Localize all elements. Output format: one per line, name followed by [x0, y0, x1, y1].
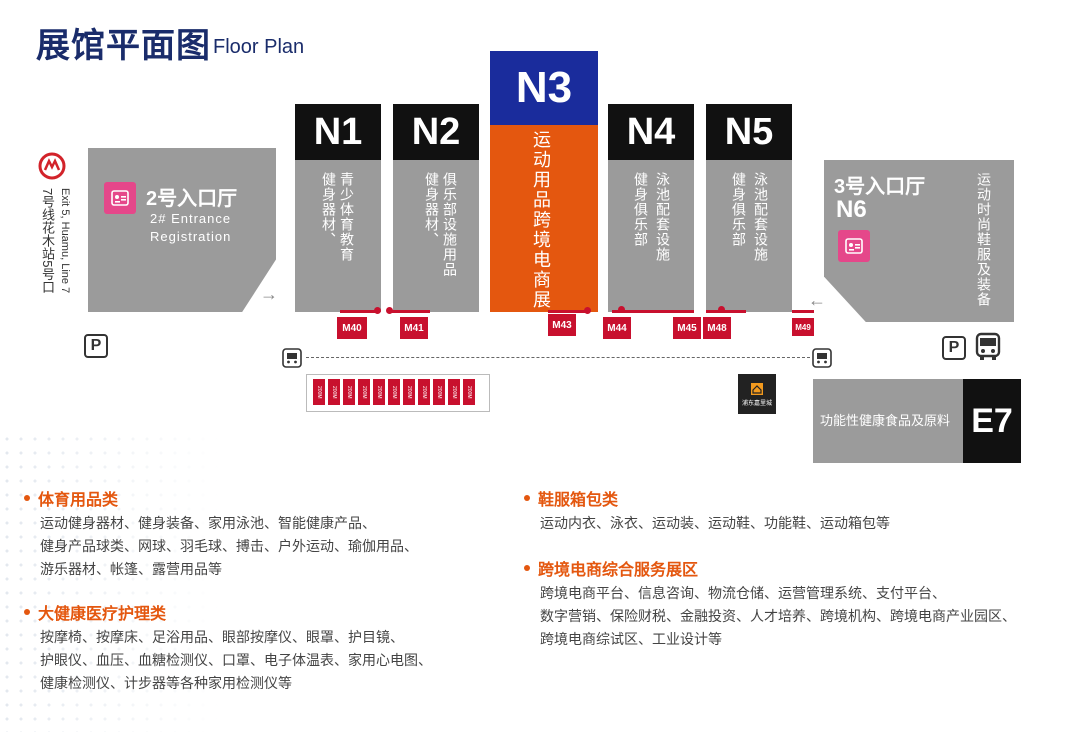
booth[interactable]: 200M: [388, 379, 400, 405]
booth[interactable]: 200M: [373, 379, 385, 405]
parking-icon-right: P: [942, 336, 966, 360]
category-title: 体育用品类: [38, 492, 119, 509]
bus-stop-icon-left: [282, 348, 302, 368]
meeting-room-m41[interactable]: M41: [400, 317, 428, 339]
hall-e7[interactable]: [813, 379, 963, 463]
booth[interactable]: 200M: [313, 379, 325, 405]
poi-label: 浦东嘉里城: [741, 400, 772, 407]
hall-n4-label[interactable]: N4: [608, 104, 694, 160]
registration-badge-icon: [104, 182, 136, 214]
category-line: 运动内衣、泳衣、运动装、运动鞋、功能鞋、运动箱包等: [540, 515, 890, 531]
category-line: 跨境电商综试区、工业设计等: [540, 631, 722, 647]
hall-n1-front-line: [340, 310, 380, 313]
meeting-room-m48[interactable]: M48: [703, 317, 731, 339]
booth[interactable]: 200M: [403, 379, 415, 405]
hall-n3[interactable]: [490, 125, 598, 312]
booth-row: 200M 200M 200M 200M 200M 200M 200M 200M …: [306, 374, 490, 412]
bullet-dot: [24, 609, 30, 615]
hall-n3-front-line: [548, 310, 588, 313]
metro-exit-label-en: Exit 5, Huamu, Line 7: [59, 188, 71, 294]
hall-e7-desc: 功能性健康食品及原料: [820, 413, 951, 428]
metro-logo-icon: [38, 152, 66, 180]
category-line: 护眼仪、血压、血糖检测仪、口罩、电子体温表、家用心电图、: [40, 652, 432, 668]
booth[interactable]: 200M: [358, 379, 370, 405]
booth[interactable]: 200M: [433, 379, 445, 405]
booth[interactable]: 200M: [448, 379, 460, 405]
bus-stop-icon-right: [812, 348, 832, 368]
hall-n4-front-line: [612, 310, 694, 313]
category-line: 健康检测仪、计步器等各种家用检测仪等: [40, 675, 292, 691]
parking-icon: P: [84, 334, 108, 358]
hall-n5-desc-b: 泳池配套设施: [753, 172, 769, 262]
entrance-2-en-line1: 2# Entrance: [150, 211, 232, 226]
booth[interactable]: 200M: [463, 379, 475, 405]
marker-dot: [618, 306, 625, 313]
entrance-3-arrow-icon: ←: [808, 290, 826, 310]
booth[interactable]: 200M: [343, 379, 355, 405]
entrance-3-title: 3号入口厅: [834, 176, 926, 198]
hall-n3-label[interactable]: N3: [490, 51, 598, 125]
hall-n4[interactable]: [608, 160, 694, 312]
category-line: 跨境电商平台、信息咨询、物流仓储、运营管理系统、支付平台、: [540, 585, 946, 601]
category-apparel: 鞋服箱包类 运动内衣、泳衣、运动装、运动鞋、功能鞋、运动箱包等: [524, 486, 1064, 535]
booth[interactable]: 200M: [328, 379, 340, 405]
booth[interactable]: 200M: [418, 379, 430, 405]
hall-n5-desc-a: 健身俱乐部: [731, 172, 747, 247]
bullet-dot: [524, 495, 530, 501]
poi-logo: 浦东嘉里城: [738, 374, 776, 414]
hall-e7-label[interactable]: E7: [963, 379, 1021, 463]
hall-n4-desc-a: 健身俱乐部: [633, 172, 649, 247]
hall-n6-front-line: [792, 310, 814, 313]
hall-n6-label: N6: [836, 196, 867, 223]
category-title: 跨境电商综合服务展区: [538, 562, 699, 579]
entrance-2-en-line2: Registration: [150, 229, 232, 244]
category-line: 健身产品球类、网球、羽毛球、搏击、户外运动、瑜伽用品、: [40, 538, 418, 554]
meeting-room-m43[interactable]: M43: [548, 314, 576, 336]
hall-n6-desc: 运动时尚鞋服及装备: [976, 172, 992, 307]
hall-n5-front-line: [706, 310, 746, 313]
category-line: 按摩椅、按摩床、足浴用品、眼部按摩仪、眼罩、护目镜、: [40, 629, 404, 645]
meeting-room-m44[interactable]: M44: [603, 317, 631, 339]
hall-n4-desc-b: 泳池配套设施: [655, 172, 671, 262]
meeting-room-m49[interactable]: M49: [792, 318, 814, 336]
entrance-2-title: 2号入口厅: [146, 188, 238, 210]
registration-badge-icon-2: [838, 230, 870, 262]
hall-n2-front-line: [390, 310, 430, 313]
meeting-room-m45[interactable]: M45: [673, 317, 701, 339]
hall-n5[interactable]: [706, 160, 792, 312]
category-line: 运动健身器材、健身装备、家用泳池、智能健康产品、: [40, 515, 376, 531]
bullet-dot: [24, 495, 30, 501]
hall-n1[interactable]: [295, 160, 381, 312]
hall-n2[interactable]: [393, 160, 479, 312]
bus-route-line: [306, 357, 810, 358]
category-line: 数字营销、保险财税、金融投资、人才培养、跨境机构、跨境电商产业园区、: [540, 608, 1016, 624]
category-health: 大健康医疗护理类 按摩椅、按摩床、足浴用品、眼部按摩仪、眼罩、护目镜、 护眼仪、…: [24, 600, 504, 695]
marker-dot: [718, 306, 725, 313]
entrance-2-arrow-icon: →: [260, 284, 278, 304]
category-line: 游乐器材、帐篷、露营用品等: [40, 561, 222, 577]
page-title-en: Floor Plan: [213, 36, 305, 58]
hall-n1-desc-b: 青少体育教育: [339, 172, 355, 262]
marker-dot: [584, 307, 591, 314]
bus-icon: [974, 332, 1002, 362]
hall-n3-desc: 运动用品跨境电商展: [531, 130, 551, 310]
hall-n5-label[interactable]: N5: [706, 104, 792, 160]
page-title: 展馆平面图: [36, 27, 211, 65]
house-icon: [751, 382, 763, 395]
entrance-2-hall[interactable]: [88, 148, 276, 312]
hall-n2-desc-b: 俱乐部设施用品: [442, 172, 458, 277]
marker-dot: [386, 307, 393, 314]
meeting-room-m40[interactable]: M40: [337, 317, 367, 339]
marker-dot: [374, 307, 381, 314]
bullet-dot: [524, 565, 530, 571]
category-title: 大健康医疗护理类: [38, 606, 167, 623]
hall-n1-desc-a: 健身器材、: [321, 172, 337, 247]
hall-n2-label[interactable]: N2: [393, 104, 479, 160]
category-title: 鞋服箱包类: [538, 492, 619, 509]
metro-exit-label: 7号线花木站5号口: [40, 188, 55, 294]
hall-n1-label[interactable]: N1: [295, 104, 381, 160]
hall-n2-desc-a: 健身器材、: [424, 172, 440, 247]
category-cross-border: 跨境电商综合服务展区 跨境电商平台、信息咨询、物流仓储、运营管理系统、支付平台、…: [524, 556, 1072, 651]
category-sports: 体育用品类 运动健身器材、健身装备、家用泳池、智能健康产品、 健身产品球类、网球…: [24, 486, 504, 581]
